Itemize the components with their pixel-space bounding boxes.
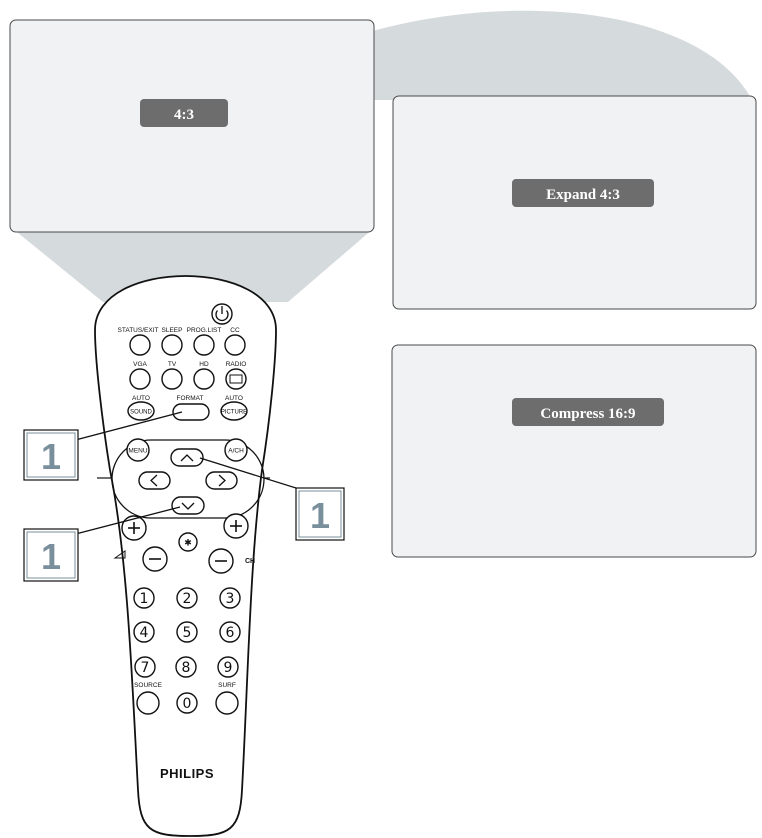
tv-button[interactable] — [161, 368, 183, 390]
vga-button[interactable] — [129, 368, 151, 390]
svg-text:4: 4 — [140, 625, 149, 641]
cursor-up-button[interactable] — [170, 448, 204, 467]
mute-button[interactable]: ✱ — [178, 532, 198, 552]
svg-text:1: 1 — [140, 591, 149, 607]
status-exit-label: STATUS/EXIT — [118, 327, 159, 334]
chevron-right-icon — [218, 474, 226, 487]
mute-icon: ✱ — [184, 538, 192, 548]
digit-5-button[interactable]: 5 — [176, 621, 198, 643]
sound-label: SOUND — [130, 410, 152, 416]
sleep-button[interactable] — [161, 334, 183, 356]
format-label: FORMAT — [177, 395, 204, 402]
teletext-icon — [229, 374, 243, 384]
svg-text:9: 9 — [224, 660, 233, 676]
volume-up-button[interactable] — [121, 515, 147, 541]
svg-text:3: 3 — [226, 591, 235, 607]
digit-1-button[interactable]: 1 — [133, 587, 155, 609]
hd-button[interactable] — [193, 368, 215, 390]
channel-down-button[interactable] — [208, 548, 234, 574]
chevron-down-icon — [181, 502, 195, 510]
cc-label: CC — [230, 327, 240, 334]
screen-label-expand: Expand 4:3 — [546, 187, 620, 203]
vga-label: VGA — [133, 361, 147, 368]
nav-ring — [111, 439, 265, 519]
digit-3-button[interactable]: 3 — [219, 587, 241, 609]
auto-picture-top-label: AUTO — [225, 395, 243, 402]
svg-text:1: 1 — [41, 536, 61, 577]
surf-button[interactable] — [215, 691, 239, 715]
status-exit-button[interactable] — [129, 334, 151, 356]
svg-text:8: 8 — [182, 660, 191, 676]
cursor-right-button[interactable] — [205, 471, 238, 490]
svg-text:0: 0 — [183, 696, 192, 712]
digit-9-button[interactable]: 9 — [217, 656, 239, 678]
channel-up-button[interactable] — [223, 513, 249, 539]
brand-logo: PHILIPS — [160, 766, 214, 781]
auto-picture-button[interactable]: PICTURE — [220, 401, 248, 421]
digit-4-button[interactable]: 4 — [133, 621, 155, 643]
digit-7-button[interactable]: 7 — [134, 656, 156, 678]
screen-compress-16-9: Compress 16:9 — [391, 344, 757, 558]
cursor-left-button[interactable] — [138, 471, 171, 490]
radio-label: RADIO — [226, 361, 247, 368]
power-icon — [215, 310, 229, 322]
cc-button[interactable] — [224, 334, 246, 356]
callout-step-format: 1 — [23, 411, 183, 481]
transition-swoosh — [288, 10, 752, 100]
screen-4-3: 4:3 — [9, 19, 375, 233]
a-ch-button[interactable]: A/CH — [224, 438, 248, 462]
menu-button[interactable]: MENU — [126, 438, 150, 462]
remote-body — [94, 275, 277, 837]
svg-text:6: 6 — [226, 625, 235, 641]
svg-text:1: 1 — [310, 495, 330, 536]
menu-label: MENU — [128, 448, 147, 455]
format-button[interactable] — [172, 403, 210, 421]
digit-6-button[interactable]: 6 — [219, 621, 241, 643]
digit-0-button[interactable]: 0 — [176, 692, 198, 714]
chevron-up-icon — [180, 454, 194, 462]
prog-list-button[interactable] — [193, 334, 215, 356]
screen-expand-4-3: Expand 4:3 — [392, 95, 757, 310]
chevron-left-icon — [150, 474, 158, 487]
svg-text:1: 1 — [41, 436, 61, 477]
callout-step-cursor-down: 1 — [23, 506, 181, 582]
screen-label-compress: Compress 16:9 — [540, 406, 635, 422]
power-button[interactable] — [211, 303, 233, 325]
svg-text:2: 2 — [183, 591, 192, 607]
auto-sound-button[interactable]: SOUND — [127, 401, 155, 421]
surf-label: SURF — [218, 682, 236, 689]
source-button[interactable] — [136, 691, 160, 715]
digit-2-button[interactable]: 2 — [176, 587, 198, 609]
prog-list-label: PROG.LIST — [187, 327, 222, 334]
tv-label: TV — [168, 361, 177, 368]
radio-button[interactable] — [225, 368, 247, 390]
cursor-down-button[interactable] — [171, 496, 205, 515]
screen-label-4-3: 4:3 — [174, 107, 194, 123]
volume-down-button[interactable] — [142, 546, 168, 572]
sleep-label: SLEEP — [162, 327, 183, 334]
auto-sound-top-label: AUTO — [132, 395, 150, 402]
digit-8-button[interactable]: 8 — [175, 656, 197, 678]
svg-text:7: 7 — [141, 660, 150, 676]
svg-text:5: 5 — [183, 625, 192, 641]
a-ch-label: A/CH — [228, 448, 244, 455]
source-label: SOURCE — [134, 682, 162, 689]
hd-label: HD — [199, 361, 209, 368]
projection-beam — [12, 228, 374, 302]
ch-label: CH — [245, 558, 255, 565]
volume-icon — [113, 550, 126, 559]
picture-label: PICTURE — [221, 410, 247, 416]
callout-step-cursor-up: 1 — [199, 457, 345, 541]
